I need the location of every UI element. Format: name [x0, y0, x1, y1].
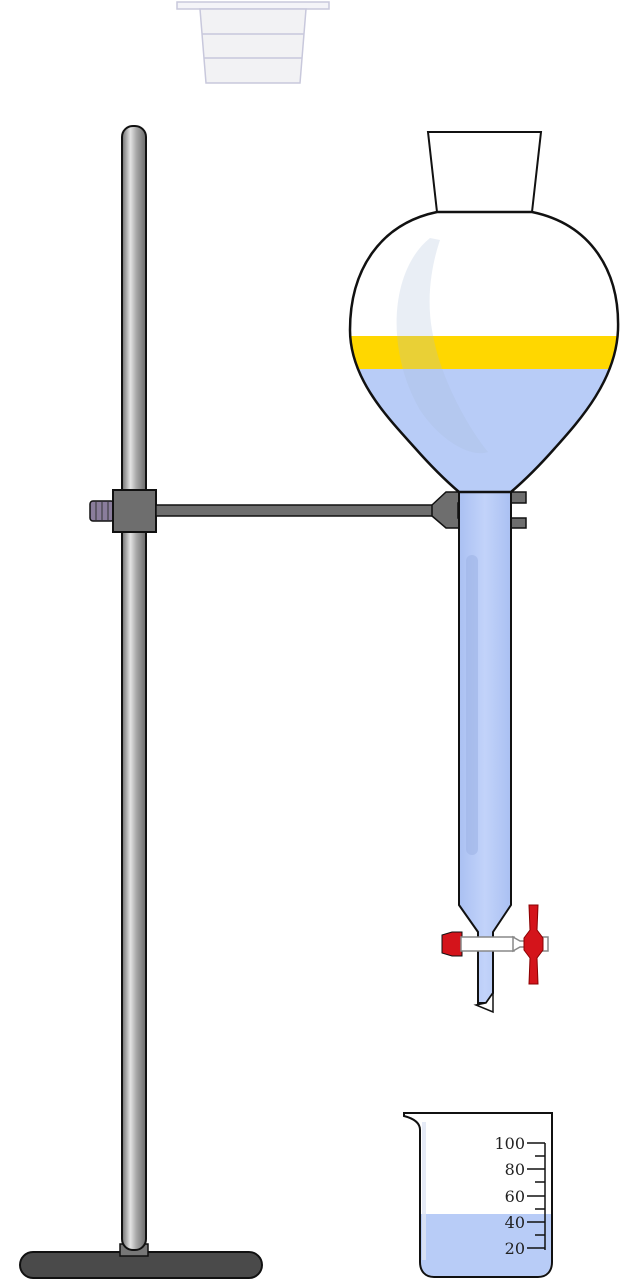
beaker-liquid [420, 1214, 551, 1276]
beaker-icon: 100 80 60 40 20 [403, 1112, 553, 1278]
scale-label-20: 20 [505, 1239, 525, 1258]
separatory-funnel-icon [348, 131, 620, 1014]
beaker-scale [527, 1142, 546, 1250]
scale-label-60: 60 [505, 1187, 525, 1206]
stopcock-icon[interactable] [441, 904, 549, 985]
organic-layer [350, 336, 619, 369]
scale-label-80: 80 [505, 1160, 525, 1179]
funnel-stopper [426, 131, 543, 213]
stopper-icon[interactable] [176, 1, 330, 84]
scale-label-100: 100 [494, 1134, 525, 1153]
ring-stand-icon [121, 125, 147, 1251]
scale-label-40: 40 [505, 1213, 525, 1232]
aqueous-layer [350, 369, 619, 492]
